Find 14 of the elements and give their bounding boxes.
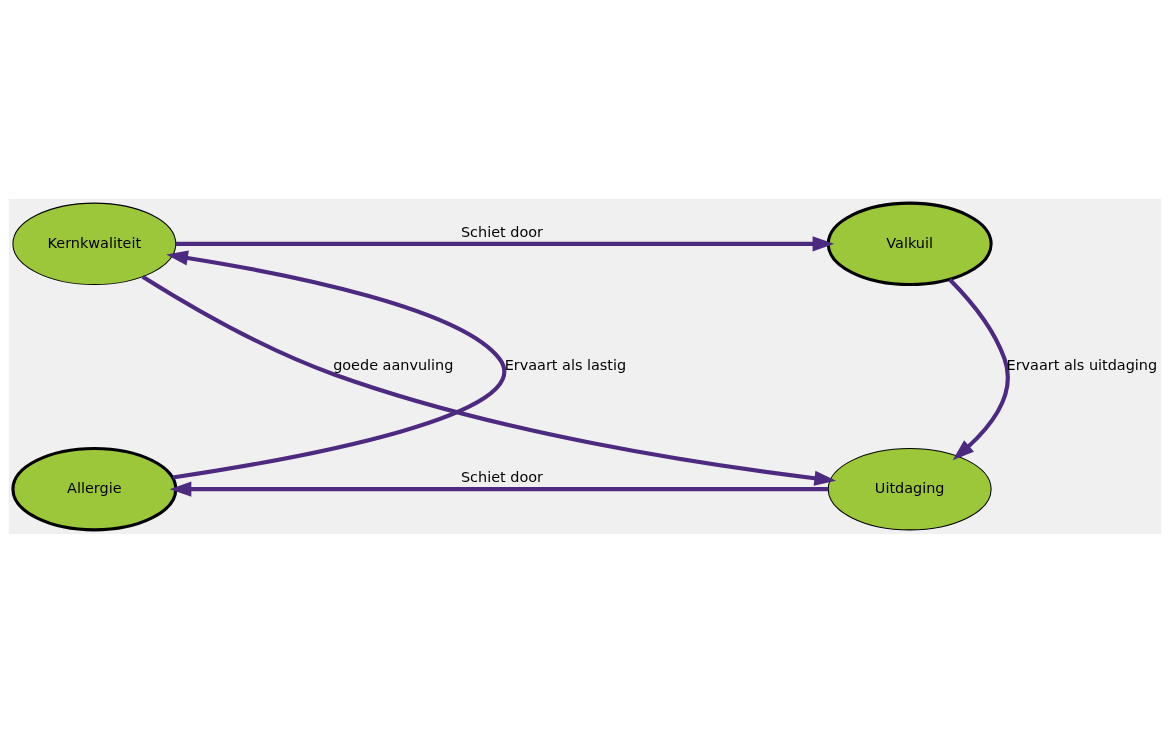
edge-label: Ervaart als lastig (504, 357, 627, 374)
node-ellipse: Uitdaging (827, 447, 992, 531)
edge-label: goede aanvuling (333, 357, 454, 374)
edge-label: Ervaart als uitdaging (1006, 357, 1158, 374)
node-ellipse: Kernkwaliteit (12, 202, 177, 286)
node-ellipse: Allergie (11, 446, 178, 532)
arrow (948, 278, 1010, 461)
arrow (141, 274, 837, 486)
edge-label: Schiet door (460, 223, 544, 240)
arrow (169, 481, 829, 497)
edge-label: Schiet door (460, 469, 544, 486)
arrow (166, 250, 507, 480)
node-ellipse: Valkuil (826, 201, 993, 287)
arrow (175, 236, 835, 252)
